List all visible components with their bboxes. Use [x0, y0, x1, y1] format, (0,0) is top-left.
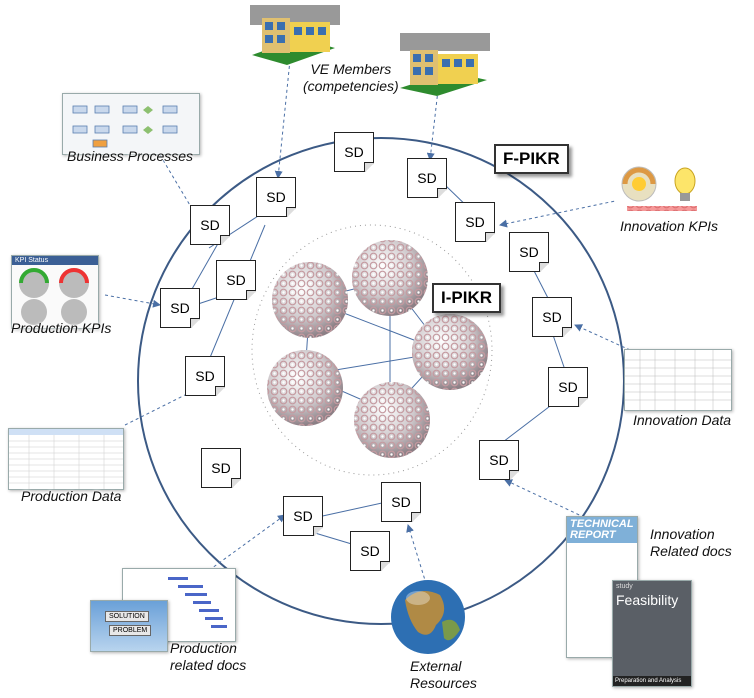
innovation-docs-line2: Related docs: [650, 543, 732, 559]
fullerene-5: [354, 382, 430, 458]
process-flow-icon: [72, 105, 178, 148]
innovation-kpi-thumbnail: [617, 164, 707, 214]
sd-document: SD: [532, 297, 572, 337]
spreadsheet-icon: [9, 429, 123, 489]
external-line2: Resources: [410, 675, 477, 691]
external-line1: External: [410, 658, 462, 674]
innovation-data-label: Innovation Data: [633, 412, 732, 428]
sd-document: SD: [509, 232, 549, 272]
external-resources-label: External Resources: [410, 658, 477, 692]
study-label: study: [616, 583, 633, 590]
innovation-docs-line1: Innovation: [650, 526, 715, 542]
fullerenes: [267, 240, 488, 458]
f-pikr-label: F-PIKR: [494, 144, 569, 174]
gauges-icon: [19, 268, 89, 325]
table-icon: [625, 350, 731, 410]
sd-document: SD: [548, 367, 588, 407]
production-docs-line1: Production: [170, 640, 237, 656]
ve-members-line2: (competencies): [303, 78, 399, 94]
building-icon-2: [400, 33, 490, 96]
lightbulb-icon: [621, 166, 697, 211]
problem-sign: PROBLEM: [109, 625, 152, 636]
sd-document: SD: [334, 132, 374, 172]
business-process-thumbnail: [62, 93, 200, 155]
ve-members-label: VE Members (competencies): [303, 61, 399, 95]
production-kpis-label: Production KPIs: [11, 320, 112, 336]
production-docs-label: Production related docs: [170, 640, 246, 674]
production-data-label: Production Data: [21, 488, 122, 504]
sd-document: SD: [190, 205, 230, 245]
tech-report-line2: REPORT: [570, 529, 616, 541]
kpi-status-thumbnail: KPI Status: [11, 255, 99, 329]
i-pikr-label: I-PIKR: [432, 283, 501, 313]
fullerene-3: [412, 314, 488, 390]
kpi-title: KPI Status: [12, 256, 98, 265]
fullerene-2: [352, 240, 428, 316]
sd-links: [179, 184, 566, 546]
feasibility-sub: Preparation and Analysis: [613, 676, 691, 686]
sd-document: SD: [216, 260, 256, 300]
ve-members-line1: VE Members: [310, 61, 392, 77]
sd-document: SD: [381, 482, 421, 522]
innovation-kpis-label: Innovation KPIs: [620, 218, 719, 234]
sd-document: SD: [160, 288, 200, 328]
feasibility-title: Feasibility: [616, 592, 679, 608]
feasibility-study-thumbnail: study Feasibility Preparation and Analys…: [612, 580, 692, 687]
sd-document: SD: [350, 531, 390, 571]
building-icon: [250, 5, 340, 65]
sd-document: SD: [185, 356, 225, 396]
technical-report-thumbnail: TECHNICAL REPORT: [566, 516, 638, 658]
fullerene-1: [272, 262, 348, 338]
globe-icon: [391, 580, 465, 654]
solution-sign-thumbnail: SOLUTION PROBLEM: [90, 600, 168, 652]
sd-document: SD: [283, 496, 323, 536]
sd-document: SD: [455, 202, 495, 242]
sd-document: SD: [479, 440, 519, 480]
sd-document: SD: [201, 448, 241, 488]
tech-report-line1: TECHNICAL: [570, 518, 634, 530]
sd-document: SD: [407, 158, 447, 198]
i-pikr-halo: [251, 224, 493, 476]
production-data-thumbnail: [8, 428, 124, 490]
innovation-docs-label: Innovation Related docs: [650, 526, 732, 560]
fullerene-4: [267, 350, 343, 426]
business-processes-label: Business Processes: [67, 148, 194, 164]
production-docs-line2: related docs: [170, 657, 247, 673]
sd-document: SD: [256, 177, 296, 217]
solution-sign: SOLUTION: [105, 611, 149, 622]
innovation-data-thumbnail: [624, 349, 732, 411]
gantt-icon: [168, 577, 227, 628]
